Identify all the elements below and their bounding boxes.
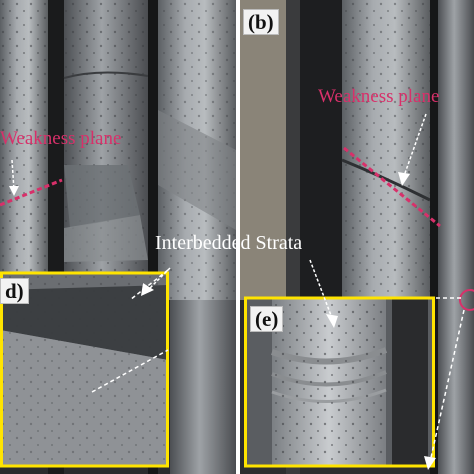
inset-e-border [244, 296, 435, 468]
weakness-plane-line-left [0, 178, 63, 207]
arrow-head [9, 186, 19, 196]
weakness-plane-line-right [343, 146, 441, 228]
wood-tray [240, 0, 286, 300]
highlight-circle [459, 289, 474, 311]
panel-label-b: (b) [243, 9, 279, 35]
panel-label-d: d) [0, 278, 29, 304]
weakness-plane-label-left: Weakness plane [0, 128, 122, 149]
interbedded-strata-label: Interbedded Strata [155, 232, 303, 254]
inset-d-border [0, 271, 169, 468]
panel-label-e: (e) [250, 306, 284, 332]
weakness-plane-label-right: Weakness plane [318, 86, 440, 107]
